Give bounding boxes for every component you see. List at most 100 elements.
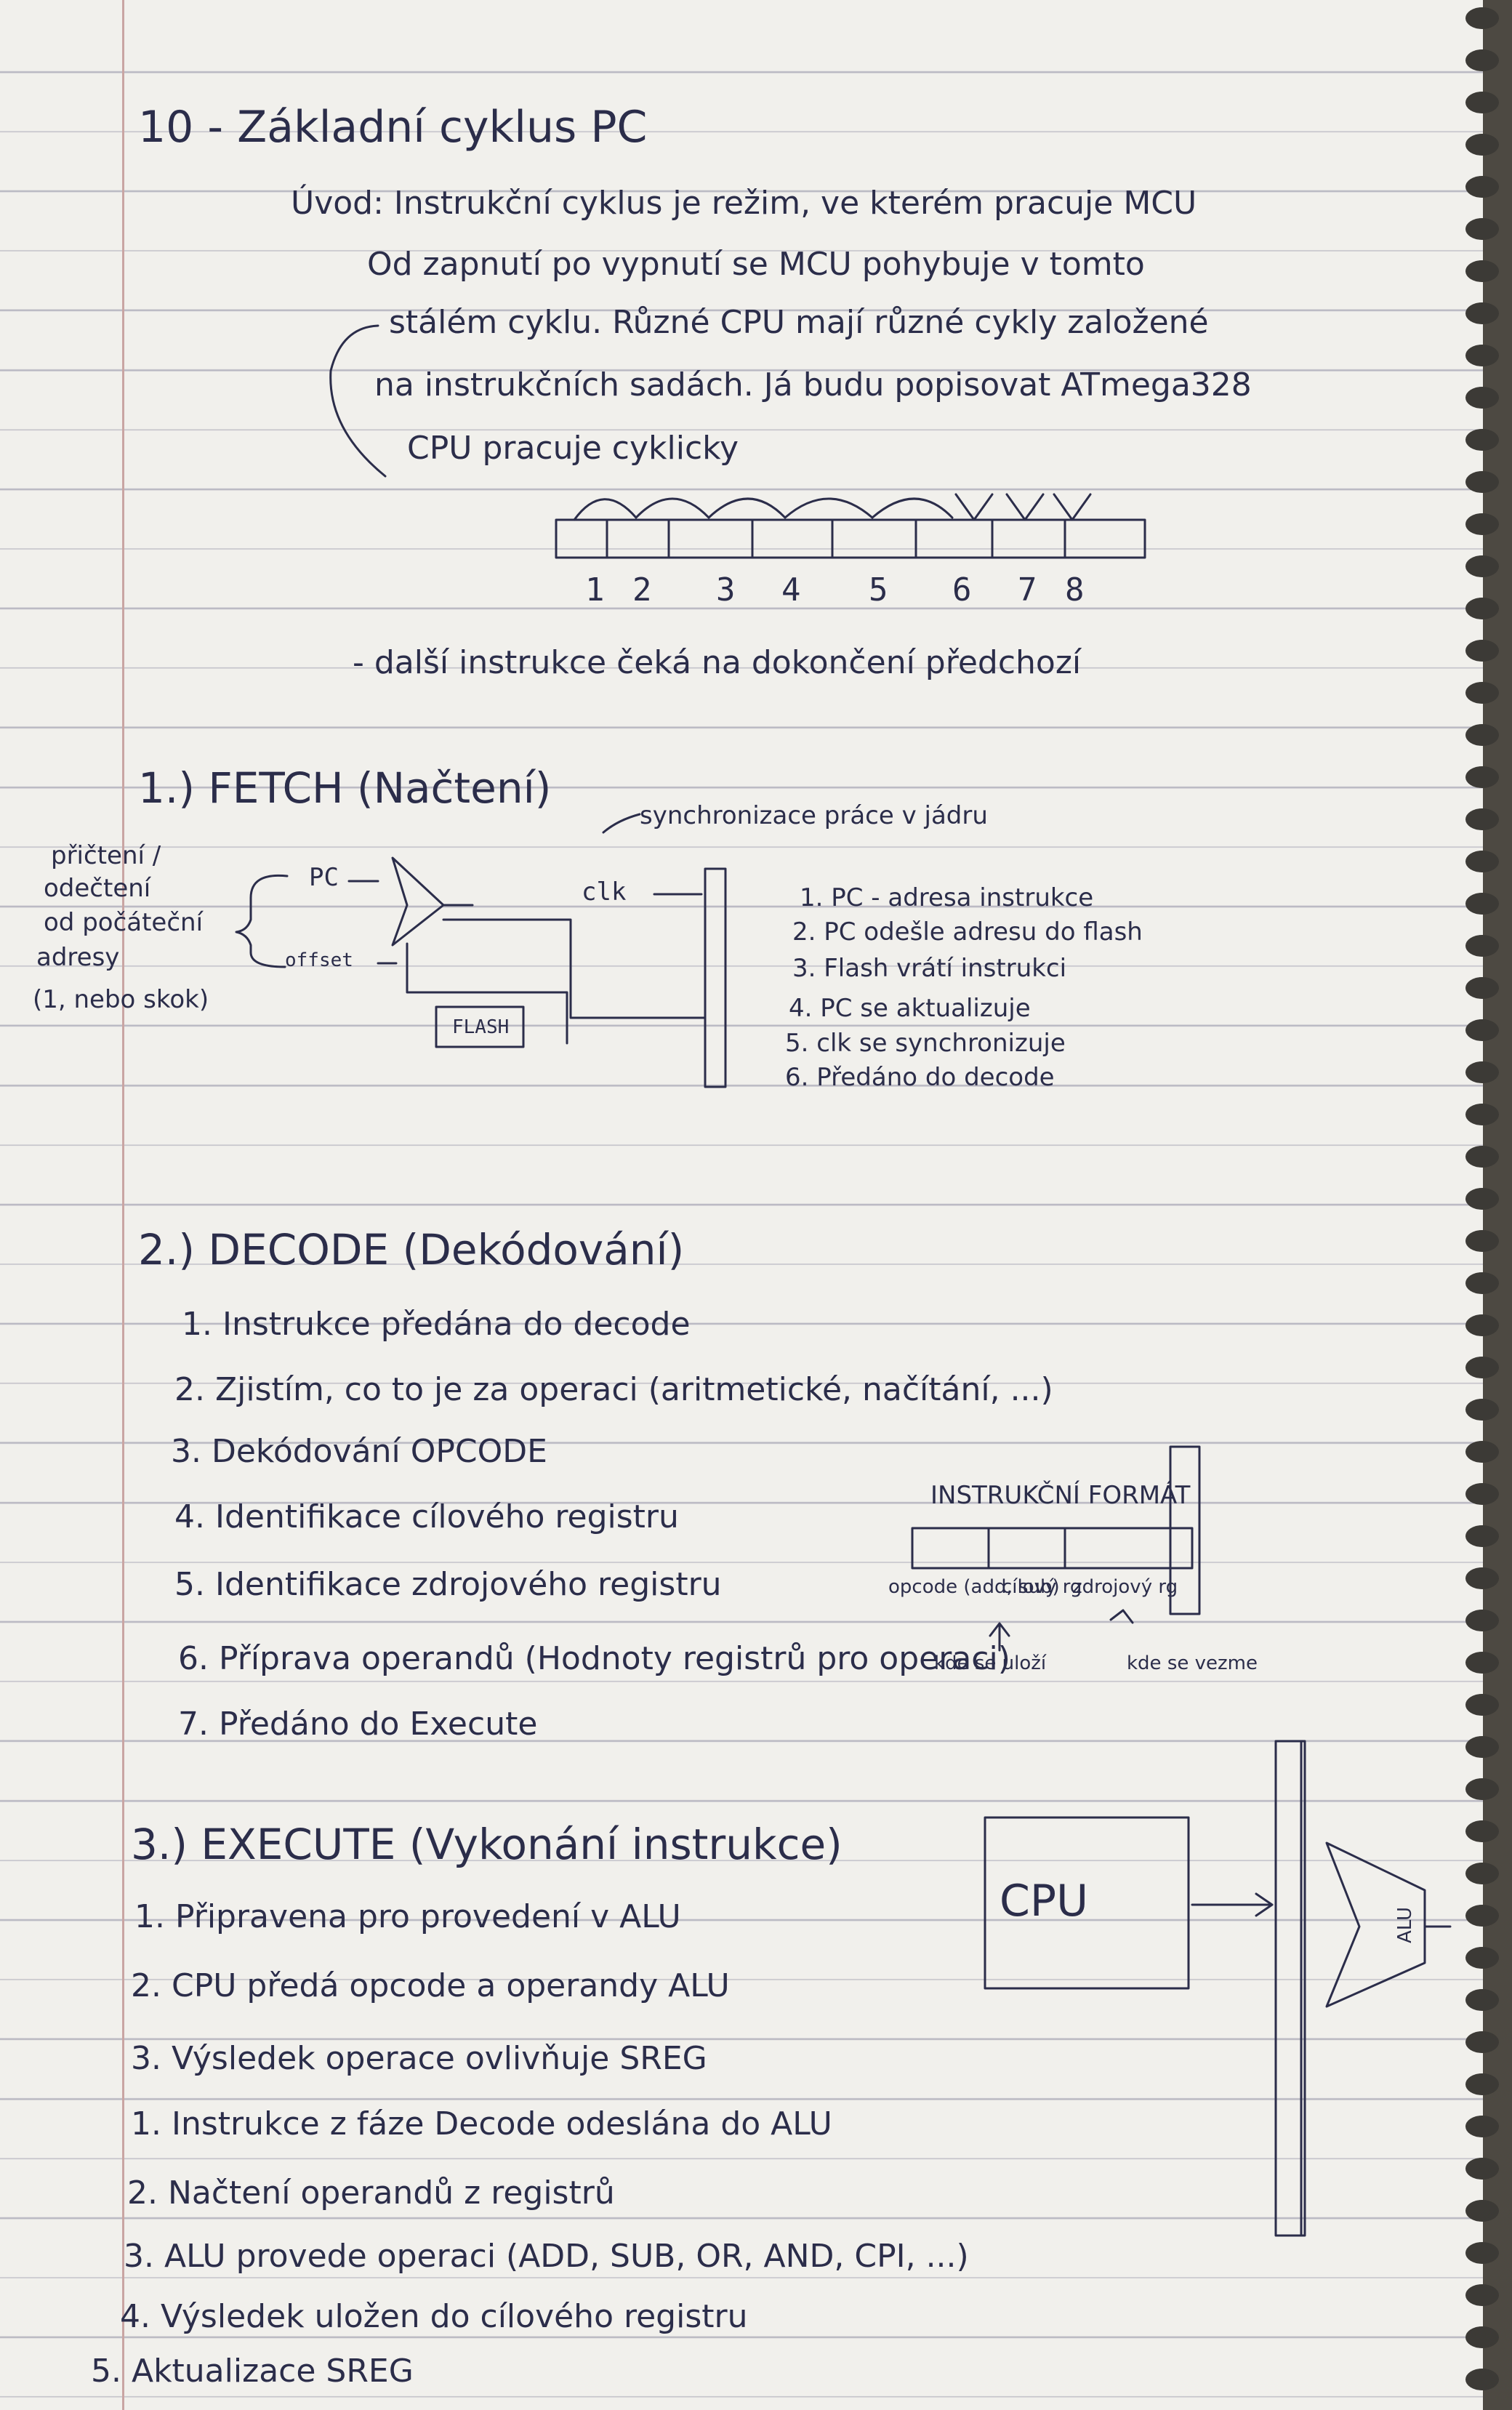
clk-label: clk (582, 877, 627, 907)
binding-hole (1465, 1610, 1499, 1631)
fetch-step: 3. Flash vrátí instrukci (792, 954, 1067, 983)
execute-step: 5. Aktualizace SREG (91, 2353, 414, 2390)
fetch-side-note: přičtení / (51, 841, 161, 870)
fetch-side-note: od počáteční (44, 908, 204, 937)
binding-hole (1465, 766, 1499, 788)
decode-step: 7. Předáno do Execute (178, 1706, 538, 1743)
decode-heading: 2.) DECODE (Dekódování) (138, 1225, 685, 1274)
instruction-format-diagram (911, 1445, 1201, 1652)
binding-hole (1465, 1061, 1499, 1083)
binding-hole (1465, 218, 1499, 240)
binding-hole (1465, 176, 1499, 198)
execute-step: 1. Instrukce z fáze Decode odeslána do A… (131, 2105, 832, 2142)
binding-hole (1465, 598, 1499, 619)
fetch-diagram (235, 813, 727, 1088)
binding-hole (1465, 2116, 1499, 2137)
pipeline-number: 3 (716, 571, 736, 608)
binding-hole (1465, 555, 1499, 577)
fetch-step: 4. PC se aktualizuje (789, 994, 1031, 1023)
fetch-step: 6. Předáno do decode (785, 1063, 1055, 1092)
binding-hole (1465, 1230, 1499, 1252)
binding-hole (1465, 429, 1499, 451)
fetch-step: 1. PC - adresa instrukce (800, 883, 1094, 912)
side-brace (235, 874, 289, 968)
offset-label: offset (285, 949, 353, 971)
binding-hole (1465, 2200, 1499, 2222)
binding-hole (1465, 1019, 1499, 1041)
binding-hole (1465, 1146, 1499, 1168)
pipeline-number: 7 (1018, 571, 1037, 608)
format-title: INSTRUKČNÍ FORMÁT (930, 1481, 1191, 1510)
decode-step: 4. Identifikace cílového registru (174, 1498, 679, 1535)
fetch-heading: 1.) FETCH (Načtení) (138, 763, 552, 813)
cpu-box (984, 1816, 1190, 1990)
binding-hole (1465, 2031, 1499, 2053)
pipeline-number: 1 (585, 571, 605, 608)
fetch-step: 5. clk se synchronizuje (785, 1029, 1066, 1058)
binding-hole (1465, 260, 1499, 282)
binding-hole (1465, 345, 1499, 366)
binding-hole (1465, 2073, 1499, 2095)
decode-step: 6. Příprava operandů (Hodnoty registrů p… (178, 1640, 1010, 1677)
binding-hole (1465, 851, 1499, 872)
binding-hole (1465, 387, 1499, 409)
binding-hole (1465, 2326, 1499, 2348)
pipeline-number: 5 (869, 571, 888, 608)
execute-register (1274, 1740, 1306, 2237)
format-note: kde se vezme (1127, 1652, 1258, 1674)
binding-hole (1465, 935, 1499, 957)
decode-step: 5. Identifikace zdrojového registru (174, 1566, 722, 1603)
fetch-side-note: adresy (36, 943, 120, 972)
binding-hole (1465, 92, 1499, 113)
binding-hole (1465, 1104, 1499, 1125)
execute-step: 3. ALU provede operaci (ADD, SUB, OR, AN… (124, 2238, 969, 2275)
binding-hole (1465, 1652, 1499, 1674)
binding-hole (1465, 134, 1499, 156)
flash-label: FLASH (452, 1016, 510, 1038)
alu-label: ALU (1394, 1906, 1417, 1944)
binding-hole (1465, 1357, 1499, 1378)
pipeline-diagram (555, 493, 1146, 559)
intro-line: Úvod: Instrukční cyklus je režim, ve kte… (291, 185, 1197, 222)
execute-step: 2. Načtení operandů z registrů (127, 2174, 615, 2212)
binding-hole (1465, 1905, 1499, 1927)
pipeline-cycle-arcs (573, 493, 1092, 521)
intro-line: na instrukčních sadách. Já budu popisova… (374, 366, 1252, 403)
binding-hole (1465, 1863, 1499, 1884)
pipeline-bar (555, 518, 1146, 559)
intro-line: CPU pracuje cyklicky (407, 430, 739, 467)
binding-hole (1465, 977, 1499, 999)
binding-hole (1465, 1736, 1499, 1758)
binding-hole (1465, 1188, 1499, 1210)
decode-step: 1. Instrukce předána do decode (182, 1306, 691, 1343)
binding-hole (1465, 1272, 1499, 1294)
binding-hole (1465, 808, 1499, 830)
page-title: 10 - Základní cyklus PC (138, 102, 648, 153)
pipeline-number: 6 (952, 571, 972, 608)
pc-label: PC (309, 863, 339, 892)
format-field: opcode (add, sub) (888, 1576, 1060, 1598)
binding-hole (1465, 2242, 1499, 2264)
execute-step: 4. Výsledek uložen do cílového registru (120, 2298, 748, 2335)
binding-hole (1465, 1820, 1499, 1842)
binding-hole (1465, 682, 1499, 704)
margin-line (122, 0, 124, 2410)
fetch-side-note: odečtení (44, 874, 151, 903)
binding-hole (1465, 513, 1499, 535)
pipeline-number: 2 (632, 571, 652, 608)
binding-hole (1465, 724, 1499, 746)
binding-hole (1465, 1483, 1499, 1505)
alu-shape (1325, 1841, 1426, 2008)
fetch-side-note: (1, nebo skok) (33, 985, 209, 1014)
binding-hole (1465, 1314, 1499, 1336)
decode-step: 3. Dekódování OPCODE (171, 1433, 547, 1470)
decode-register (1169, 1445, 1201, 1615)
binding-hole (1465, 49, 1499, 71)
flash-box (435, 1005, 525, 1048)
cpu-label: CPU (1000, 1876, 1088, 1927)
binding-hole (1465, 640, 1499, 662)
intro-bracket (329, 324, 387, 478)
binding-hole (1465, 1989, 1499, 2011)
binding-hole (1465, 893, 1499, 915)
